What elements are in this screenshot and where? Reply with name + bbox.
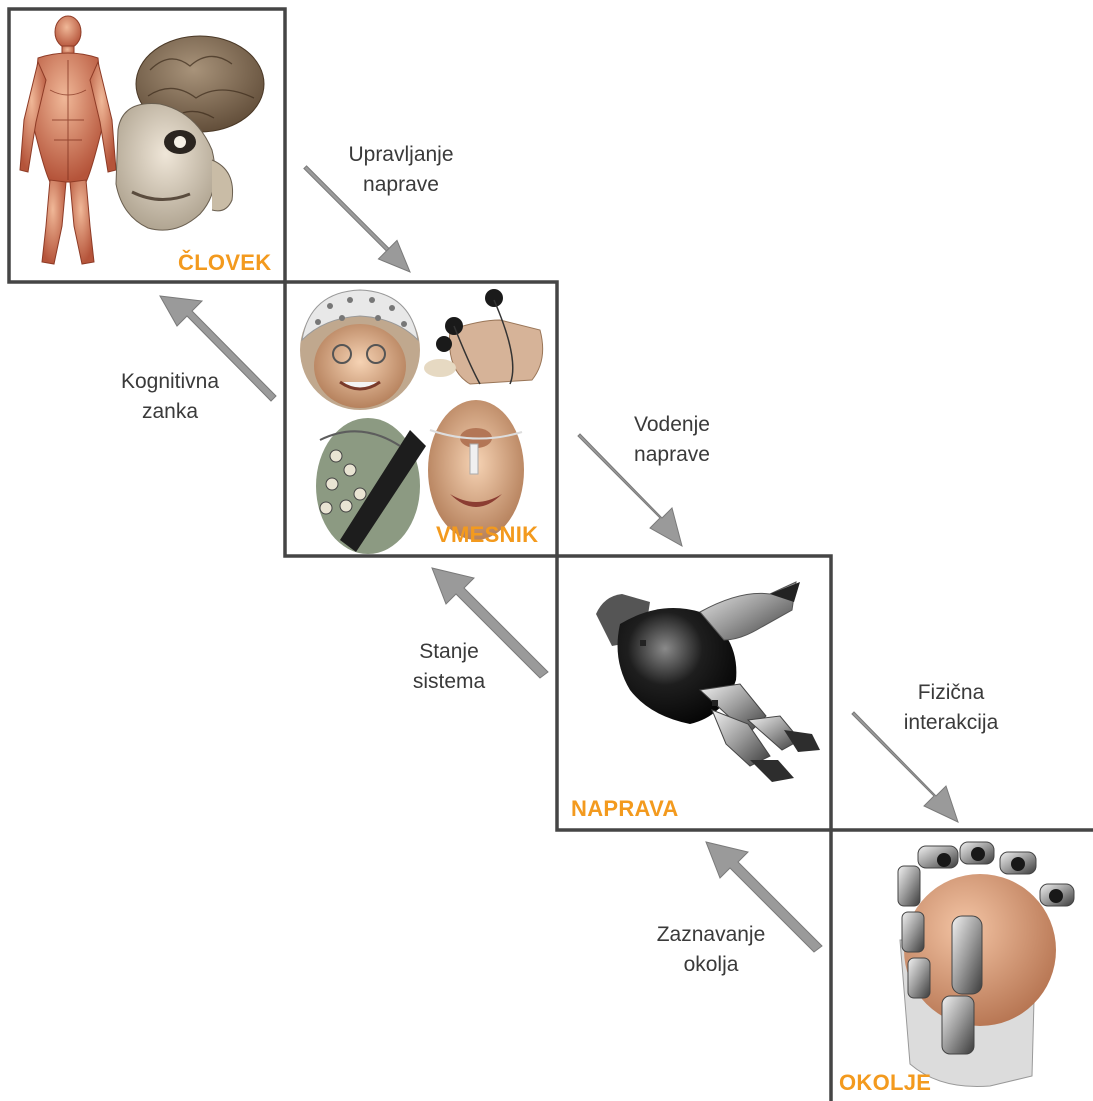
naprava-tag: NAPRAVA [571,796,679,822]
human-anatomy-image [20,16,264,264]
hand-grasping-ball-image [898,842,1074,1087]
okolje-tag: OKOLJE [839,1070,931,1096]
vmesnik-tag: VMESNIK [436,522,538,548]
clovek-tag: ČLOVEK [178,250,271,276]
robotic-hand-image [596,582,820,782]
interface-sensors-image [300,289,543,554]
flow-arrows [160,166,958,952]
